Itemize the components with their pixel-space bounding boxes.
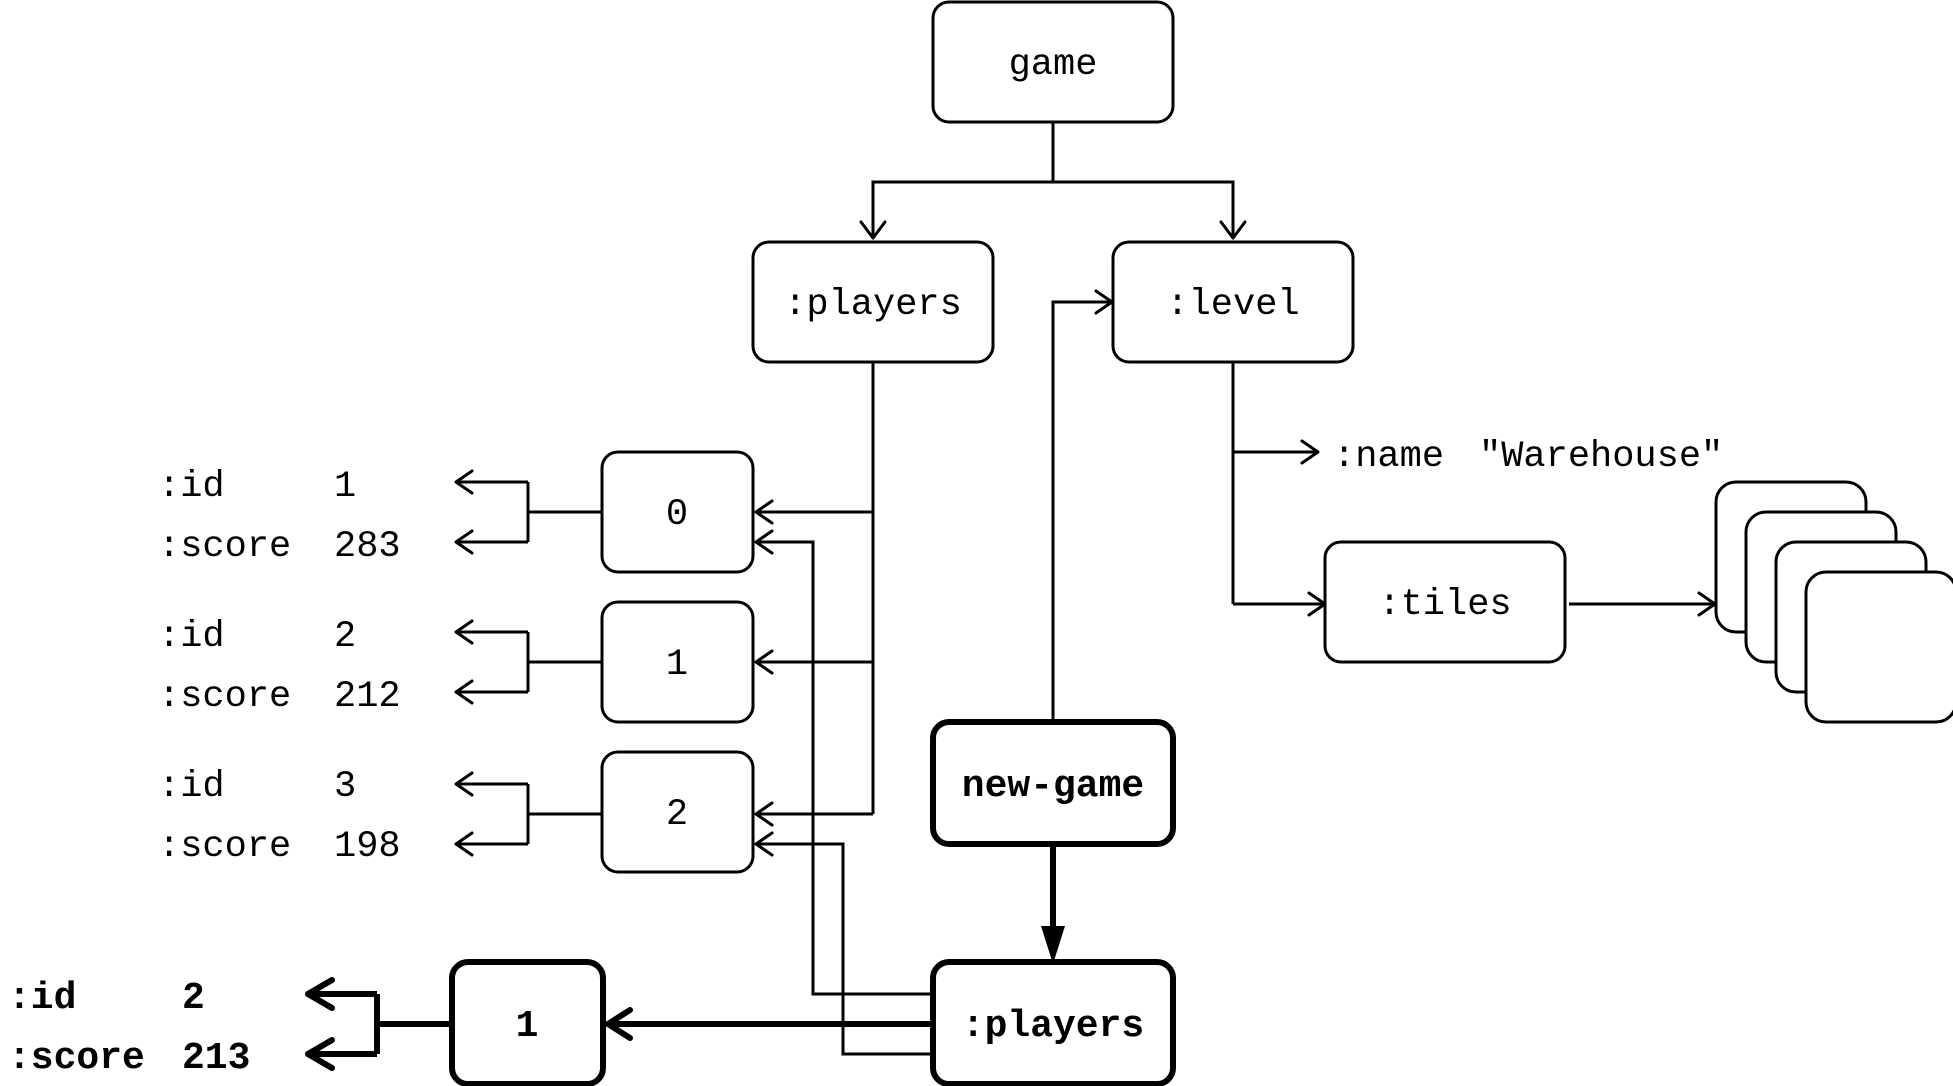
arrowhead-record0-id (454, 469, 474, 495)
edge-game-to-level (1053, 180, 1235, 238)
node-index-0-label: 0 (666, 494, 688, 536)
arrowhead-to-2 (754, 801, 774, 827)
node-players-label: :players (784, 284, 962, 326)
record-id-key: :id (158, 466, 225, 508)
edge-new-players-to-2 (756, 842, 933, 1056)
arrowhead-record1-score (454, 679, 474, 705)
record-score-value: 283 (334, 526, 401, 568)
record-id-value: 1 (334, 466, 356, 508)
edges (305, 122, 1717, 1071)
node-players: :players (751, 240, 995, 364)
arrowhead-new-players-to-0 (754, 529, 774, 555)
record-id-key: :id (158, 616, 225, 658)
edge-game-to-players (871, 180, 1053, 238)
record-score-key: :score (158, 676, 291, 718)
arrowhead-to-players (859, 220, 887, 240)
arrowhead-new-players-to-new-1 (605, 1007, 633, 1041)
level-name-entry: :name "Warehouse" (1333, 436, 1723, 478)
edge-1-to-record (456, 630, 602, 694)
tile-card-4 (1804, 570, 1953, 724)
arrowhead-to-1 (754, 649, 774, 675)
arrowhead-record1-id (454, 619, 474, 645)
tile-stack (1714, 480, 1953, 724)
node-new-index-1: 1 (449, 959, 606, 1086)
edge-2-to-record (456, 782, 602, 846)
node-new-players: :players (930, 959, 1176, 1086)
node-index-2-label: 2 (666, 794, 688, 836)
record-score-key: :score (158, 826, 291, 868)
record-id-key: :id (158, 766, 225, 808)
arrowhead-to-name (1300, 439, 1320, 465)
record-score-key: :score (158, 526, 291, 568)
node-index-1: 1 (600, 600, 755, 724)
new-record-id-value: 2 (182, 977, 205, 1020)
player-record-2: :id 3 :score 198 (158, 766, 401, 868)
node-index-0: 0 (600, 450, 755, 574)
new-player-record: :id 2 :score 213 (8, 977, 250, 1080)
arrowhead-new-record-id (305, 977, 335, 1011)
edge-0-to-record (456, 480, 602, 544)
node-tiles: :tiles (1323, 540, 1567, 664)
level-name-value: "Warehouse" (1479, 436, 1723, 478)
node-index-2: 2 (600, 750, 755, 874)
record-id-value: 3 (334, 766, 356, 808)
edge-new-players-to-0 (756, 540, 933, 996)
arrowhead-record2-score (454, 831, 474, 857)
record-score-value: 212 (334, 676, 401, 718)
node-level: :level (1111, 240, 1355, 364)
arrowhead-new-players-to-2 (754, 831, 774, 857)
node-game: game (931, 0, 1175, 124)
node-new-game-label: new-game (962, 765, 1144, 808)
new-record-id-key: :id (8, 977, 76, 1020)
edge-new-game-to-level (1051, 300, 1112, 722)
player-record-0: :id 1 :score 283 (158, 466, 401, 568)
node-level-label: :level (1166, 284, 1299, 326)
player-record-1: :id 2 :score 212 (158, 616, 401, 718)
arrowhead-new-game-to-new-players (1041, 926, 1065, 964)
new-record-score-key: :score (8, 1037, 145, 1080)
arrowhead-new-record-score (305, 1037, 335, 1071)
new-record-score-value: 213 (182, 1037, 250, 1080)
level-name-key: :name (1333, 436, 1444, 478)
edge-new-1-to-record (310, 991, 452, 1057)
node-game-label: game (1009, 44, 1098, 86)
arrowhead-to-0 (754, 499, 774, 525)
record-id-value: 2 (334, 616, 356, 658)
node-index-1-label: 1 (666, 644, 688, 686)
arrowhead-record2-id (454, 771, 474, 797)
node-tiles-label: :tiles (1378, 584, 1511, 626)
node-new-game: new-game (930, 719, 1176, 847)
record-score-value: 198 (334, 826, 401, 868)
node-new-index-1-label: 1 (516, 1005, 539, 1048)
node-new-players-label: :players (962, 1005, 1144, 1048)
arrowhead-record0-score (454, 529, 474, 555)
arrowhead-to-level (1219, 220, 1247, 240)
